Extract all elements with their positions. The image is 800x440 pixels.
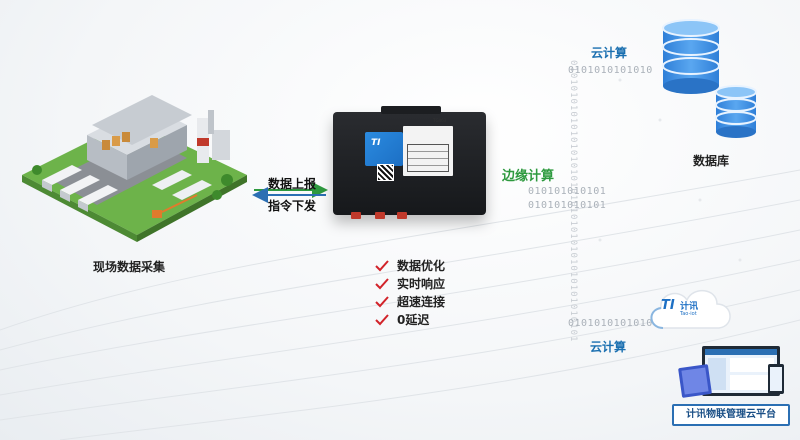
factory-illustration <box>22 95 247 242</box>
qr-code-icon <box>377 164 394 181</box>
binary-row-mid-2: 010101010101 <box>528 200 607 211</box>
feature-item: 实时响应 <box>375 275 445 292</box>
feature-label: 0延迟 <box>397 313 430 327</box>
gateway-brand-label <box>365 132 403 166</box>
platform-label: 计讯物联管理云平台 <box>672 404 790 426</box>
gateway-mount-rail <box>381 106 441 114</box>
edge-computing-label: 边缘计算 <box>502 169 555 184</box>
database-icon <box>662 19 720 94</box>
antenna-port-icon <box>375 212 385 219</box>
feature-item: 超速连接 <box>375 293 445 310</box>
cloud-computing-label-bottom: 云计算 <box>590 340 627 354</box>
database-label: 数据库 <box>693 154 730 168</box>
feature-item: 0延迟 <box>375 311 429 328</box>
feature-label: 超速连接 <box>397 295 446 309</box>
database-icon <box>715 85 757 138</box>
field-collection-label: 现场数据采集 <box>93 260 166 274</box>
command-down-label: 指令下发 <box>268 199 317 213</box>
feature-label: 实时响应 <box>397 277 446 291</box>
cloud-computing-label-top: 云计算 <box>591 46 628 60</box>
feature-item: 数据优化 <box>375 257 445 274</box>
check-icon <box>375 313 389 325</box>
gateway-spec-table <box>407 144 449 172</box>
gateway-brand-text: TI <box>371 138 381 148</box>
gateway-model: TG463 <box>433 118 447 123</box>
data-flow-arrows <box>252 182 328 203</box>
check-icon <box>375 259 389 271</box>
feature-label: 数据优化 <box>397 259 446 273</box>
antenna-port-icon <box>351 212 361 219</box>
binary-row-top: 0101010101010 <box>568 65 653 76</box>
cloud-logo-brand: 计讯 <box>680 302 699 312</box>
cloud-logo-sub: Tao-iot <box>680 311 697 317</box>
edge-gateway-device: TI TG463 <box>333 106 486 219</box>
binary-row-mid-1: 010101010101 <box>528 186 607 197</box>
platform-screens-illustration <box>678 346 784 398</box>
binary-row-bottom: 0101010101010 <box>568 318 653 329</box>
data-upload-label: 数据上报 <box>268 177 317 191</box>
binary-stream-column: 0101010101010101010101010101010101010101… <box>568 60 578 343</box>
antenna-port-icon <box>397 212 407 219</box>
check-icon <box>375 295 389 307</box>
cloud-logo-mark: TI <box>661 298 675 313</box>
check-icon <box>375 277 389 289</box>
cloud-icon <box>650 290 731 329</box>
